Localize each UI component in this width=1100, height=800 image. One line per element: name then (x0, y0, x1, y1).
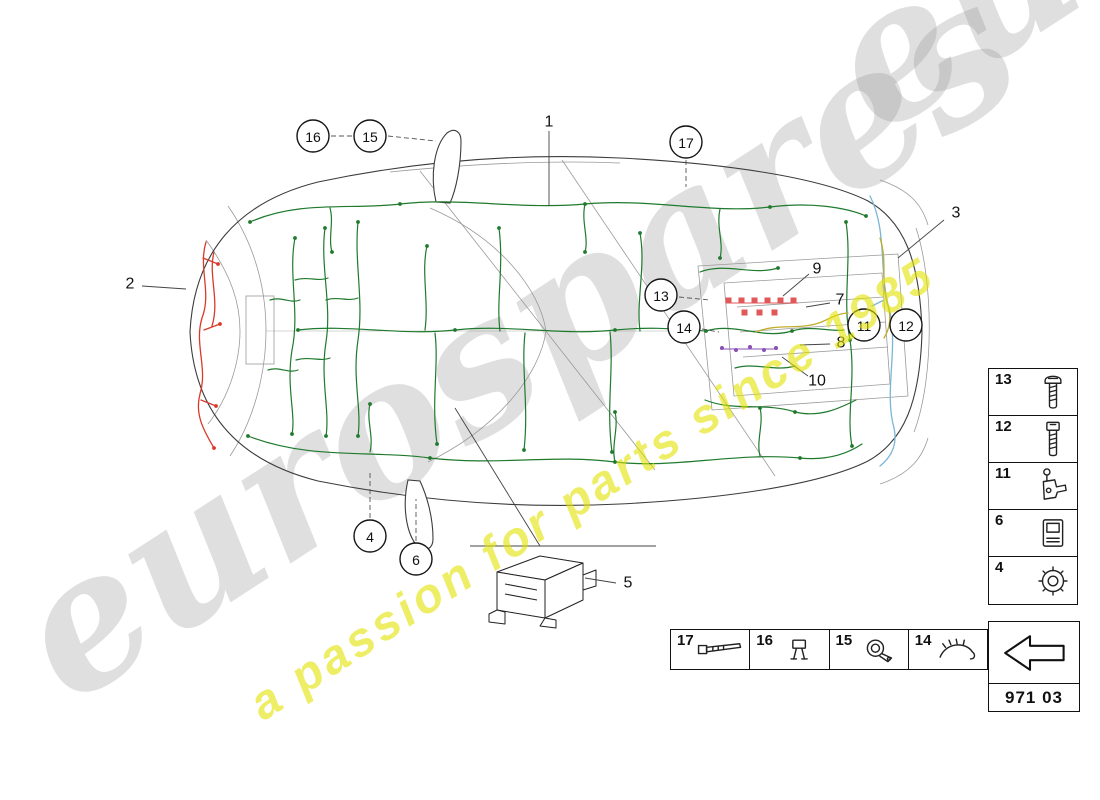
car-body-outline (189, 129, 923, 551)
callout-7[interactable]: 7 (836, 292, 845, 309)
svg-text:9: 9 (813, 261, 822, 278)
legend-row-11[interactable]: 11 (989, 463, 1077, 510)
direction-box: 971 03 (988, 621, 1080, 712)
legend-row-13[interactable]: 13 (989, 369, 1077, 416)
callout-6[interactable]: 6 (399, 542, 433, 576)
callout-11[interactable]: 11 (847, 308, 881, 342)
clamp-icon (866, 638, 892, 662)
legend-item-number: 16 (756, 632, 773, 649)
leader-lines-dashed (331, 135, 720, 541)
callout-1[interactable]: 1 (545, 114, 554, 131)
svg-text:14: 14 (676, 320, 692, 336)
legend-item-number: 6 (995, 512, 1004, 529)
callout-4[interactable]: 4 (353, 519, 387, 553)
callout-2[interactable]: 2 (126, 276, 135, 293)
svg-text:2: 2 (126, 276, 135, 293)
legend-item-number: 15 (835, 632, 853, 649)
bottom-parts-legend: 17 16 15 (670, 629, 988, 670)
svg-text:8: 8 (837, 335, 846, 352)
callout-16[interactable]: 16 (296, 119, 330, 153)
legend-cell-17[interactable]: 17 (671, 630, 751, 669)
legend-cell-15[interactable]: 15 (830, 630, 909, 669)
engine-connectors-red (725, 297, 798, 316)
legend-item-number: 17 (677, 632, 694, 649)
legend-cell-14[interactable]: 14 (909, 630, 987, 669)
svg-text:1: 1 (545, 114, 554, 131)
svg-text:17: 17 (678, 135, 694, 151)
svg-text:11: 11 (857, 318, 872, 334)
svg-text:10: 10 (808, 373, 826, 390)
legend-item-number: 13 (995, 371, 1012, 388)
legend-item-number: 12 (995, 418, 1012, 435)
cable-clip-icon (939, 638, 976, 660)
grommet-ring-icon (1038, 565, 1068, 596)
svg-text:6: 6 (412, 552, 420, 568)
callout-14[interactable]: 14 (667, 310, 701, 344)
fuse-box-drawing (488, 555, 597, 629)
harness-main-green (247, 201, 867, 465)
callout-15[interactable]: 15 (353, 119, 387, 153)
svg-text:7: 7 (836, 292, 845, 309)
legend-item-number: 4 (995, 559, 1004, 576)
svg-text:5: 5 (624, 575, 633, 592)
mounting-bracket-icon (1042, 468, 1067, 500)
legend-item-number: 14 (914, 632, 932, 649)
part-group-code: 971 03 (989, 683, 1079, 711)
socket-head-screw-icon (1046, 421, 1060, 457)
arrow-left-icon (1004, 634, 1065, 671)
harness-connectors-green (246, 202, 868, 464)
legend-row-4[interactable]: 4 (989, 557, 1077, 604)
svg-text:13: 13 (653, 288, 669, 304)
svg-text:4: 4 (366, 529, 374, 545)
callout-5[interactable]: 5 (624, 575, 633, 592)
callout-9[interactable]: 9 (813, 261, 822, 278)
harness-front-red (197, 241, 222, 450)
legend-item-number: 11 (995, 465, 1011, 482)
direction-arrow-area[interactable] (989, 622, 1079, 683)
callout-10[interactable]: 10 (808, 373, 826, 390)
cable-tie-icon (698, 642, 742, 654)
svg-text:12: 12 (898, 318, 914, 334)
legend-row-6[interactable]: 6 (989, 510, 1077, 557)
callout-3[interactable]: 3 (952, 205, 961, 222)
legend-cell-16[interactable]: 16 (750, 630, 830, 669)
leader-lines (141, 131, 945, 584)
callout-13[interactable]: 13 (644, 278, 678, 312)
callout-12[interactable]: 12 (889, 308, 923, 342)
svg-text:3: 3 (952, 205, 961, 222)
side-parts-legend: 13 12 11 (988, 368, 1078, 605)
pan-head-screw-icon (1044, 375, 1062, 409)
engine-connectors-purple (720, 345, 778, 352)
harness-aux-yellow (755, 237, 891, 339)
svg-text:16: 16 (305, 129, 321, 145)
legend-row-12[interactable]: 12 (989, 416, 1077, 463)
retaining-clip-icon (789, 638, 808, 660)
callout-8[interactable]: 8 (837, 335, 846, 352)
svg-text:15: 15 (362, 129, 378, 145)
callout-17[interactable]: 17 (669, 125, 703, 159)
control-unit-icon (1042, 519, 1064, 547)
